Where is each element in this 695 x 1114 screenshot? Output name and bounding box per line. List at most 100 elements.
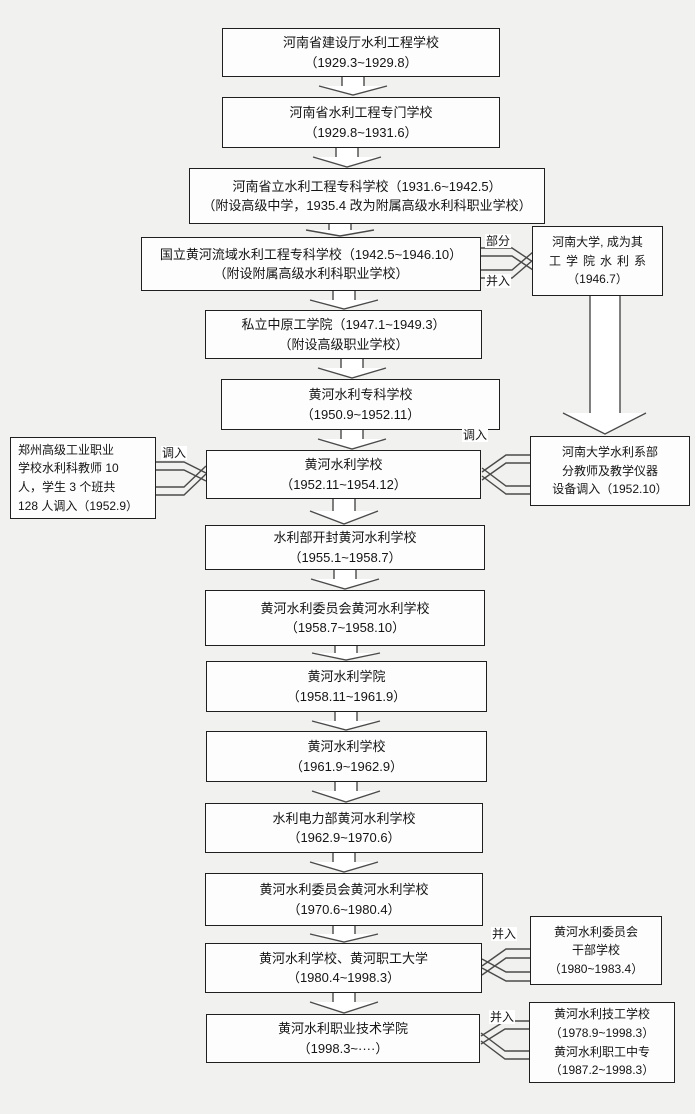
node-zhengzhou-transfer: 郑州高级工业职业 学校水利科教师 10 人，学生 3 个班共 128 人调入（1… — [10, 437, 156, 519]
edge-label-partial-1946: 部分 — [485, 234, 512, 249]
node-dates: （1958.7~1958.10） — [284, 620, 406, 635]
node-note: （附设高级中学，1935.4 改为附属高级水利科职业学校） — [202, 198, 532, 213]
merge-arrow-line — [480, 1040, 529, 1060]
node-line: （1978.9~1998.3） — [549, 1025, 655, 1040]
node-1962-ministry-school: 水利电力部黄河水利学校 （1962.9~1970.6） — [205, 803, 483, 853]
node-title: 河南省立水利工程专科学校（1931.6~1942.5） — [232, 178, 502, 194]
node-1955-kaifeng-school: 水利部开封黄河水利学校 （1955.1~1958.7） — [205, 525, 485, 570]
node-henan-univ-dept-transfer: 河南大学水利系部 分教师及教学仪器 设备调入（1952.10） — [530, 436, 690, 506]
node-dates: （1970.6~1980.4） — [287, 901, 401, 917]
merge-arrow-line — [481, 462, 530, 481]
merge-arrow-line — [481, 467, 530, 487]
node-title: 黄河水利委员会黄河水利学校 — [260, 600, 430, 616]
merge-arrow-line — [480, 1032, 529, 1052]
node-1931-provincial-college: 河南省立水利工程专科学校（1931.6~1942.5） （附设高级中学，1935… — [189, 168, 545, 224]
node-title: 国立黄河流域水利工程专科学校（1942.5~1946.10） — [159, 246, 463, 262]
down-arrow — [317, 359, 387, 379]
node-1929-special-school: 河南省水利工程专门学校 （1929.8~1931.6） — [222, 97, 500, 148]
node-dates: （1961.9~1962.9） — [289, 758, 404, 774]
node-dates: （1946.7） — [567, 272, 628, 287]
node-dates: （1980.4~1998.3） — [286, 970, 401, 985]
node-line: 设备调入（1952.10） — [552, 482, 668, 497]
edge-label-transfer-1952-right: 调入 — [462, 428, 489, 443]
down-arrow — [318, 77, 388, 96]
down-arrow — [311, 782, 381, 803]
node-dates: （1958.11~1961.9） — [286, 688, 407, 704]
node-line: 郑州高级工业职业 — [18, 442, 115, 457]
node-1958-committee-school: 黄河水利委员会黄河水利学校 （1958.7~1958.10） — [205, 590, 485, 646]
node-line: 河南大学水利系部 — [561, 445, 658, 460]
node-title: 河南省水利工程专门学校 — [289, 105, 433, 120]
node-title: 私立中原工学院（1947.1~1949.3） — [241, 317, 446, 332]
node-line: 128 人调入（1952.9） — [18, 498, 139, 513]
node-1947-zhongyuan-institute: 私立中原工学院（1947.1~1949.3） （附设高级职业学校） — [205, 310, 482, 359]
node-line: 黄河水利技工学校 — [553, 1007, 650, 1022]
node-title: 黄河水利专科学校 — [308, 387, 413, 402]
merge-arrow-line — [156, 469, 207, 482]
down-arrow — [309, 499, 379, 525]
node-title: 黄河水利学校、黄河职工大学 — [258, 950, 428, 966]
node-1980-school-university: 黄河水利学校、黄河职工大学 （1980.4~1998.3） — [205, 943, 482, 993]
node-technical-worker-school: 黄河水利技工学校 （1978.9~1998.3） 黄河水利职工中专 （1987.… — [529, 1002, 675, 1083]
node-1998-technical-institute: 黄河水利职业技术学院 （1998.3~····） — [206, 1014, 480, 1063]
merge-arrow-line — [481, 958, 530, 973]
edge-label-merge-1998: 并入 — [489, 1010, 516, 1025]
down-arrow — [312, 148, 382, 168]
node-line: 黄河水利职工中专 — [553, 1044, 650, 1059]
node-title: 黄河水利委员会黄河水利学校 — [259, 882, 429, 897]
node-title: 水利电力部黄河水利学校 — [272, 810, 416, 826]
node-line: 学校水利科教师 10 — [18, 461, 119, 476]
node-cadre-school: 黄河水利委员会 干部学校 （1980~1983.4） — [530, 916, 662, 985]
node-1952-school: 黄河水利学校 （1952.11~1954.12） — [206, 450, 481, 499]
node-note: （附设高级职业学校） — [278, 336, 409, 352]
node-henan-university: 河南大学, 成为其 工学院水利系 （1946.7） — [532, 226, 663, 296]
node-title: 黄河水利职业技术学院 — [277, 1021, 408, 1036]
node-dates: （1929.8~1931.6） — [304, 124, 418, 140]
merge-arrow-line — [481, 454, 530, 473]
down-arrow — [309, 853, 379, 873]
node-1958-institute: 黄河水利学院 （1958.11~1961.9） — [206, 661, 487, 712]
merge-arrow-line — [481, 475, 530, 495]
node-dates: （1980~1983.4） — [548, 961, 644, 976]
edge-label-merge-1946: 并入 — [485, 274, 512, 289]
node-dates: （1955.1~1958.7） — [288, 549, 402, 565]
down-arrow — [309, 291, 379, 310]
merge-arrow-line — [481, 957, 530, 976]
edge-label-transfer-1952-left: 调入 — [161, 446, 188, 461]
node-title: 河南省建设厅水利工程学校 — [282, 35, 439, 50]
node-title: 黄河水利学院 — [307, 669, 386, 684]
node-1942-national-college: 国立黄河流域水利工程专科学校（1942.5~1946.10） （附设附属高级水利… — [141, 237, 481, 291]
down-arrow — [305, 224, 375, 237]
node-1961-school: 黄河水利学校 （1961.9~1962.9） — [206, 731, 487, 782]
node-line: 黄河水利委员会 — [553, 924, 638, 939]
node-title: 河南大学, 成为其 — [552, 235, 643, 250]
down-arrow — [309, 926, 379, 943]
down-arrow — [309, 993, 379, 1014]
down-arrow — [311, 646, 381, 661]
down-arrow — [317, 430, 387, 450]
node-dates: （1929.3~1929.8） — [304, 54, 418, 70]
node-title: 黄河水利学校 — [307, 739, 386, 754]
merge-arrow-line — [156, 465, 207, 488]
big-down-arrow — [562, 296, 647, 435]
merge-arrow-line — [156, 461, 207, 474]
merge-arrow-line — [481, 247, 534, 263]
node-1950-college: 黄河水利专科学校 （1950.9~1952.11） — [221, 379, 500, 430]
node-line: 分教师及教学仪器 — [561, 463, 658, 478]
node-1970-committee-school: 黄河水利委员会黄河水利学校 （1970.6~1980.4） — [205, 873, 483, 926]
node-dates: （1950.9~1952.11） — [300, 406, 421, 422]
node-dates: （1998.3~····） — [297, 1040, 389, 1056]
node-title: 水利部开封黄河水利学校 — [273, 530, 417, 545]
node-dates: （1962.9~1970.6） — [287, 830, 401, 845]
merge-arrow-line — [481, 251, 534, 271]
edge-label-merge-1980: 并入 — [491, 927, 518, 942]
merge-arrow-line — [156, 473, 207, 496]
node-note: （附设附属高级水利科职业学校） — [213, 266, 409, 281]
node-line: （1987.2~1998.3） — [549, 1063, 655, 1078]
node-title-2: 工学院水利系 — [548, 253, 651, 268]
merge-arrow-line — [481, 967, 530, 982]
node-title: 黄河水利学校 — [304, 457, 383, 472]
merge-arrow-line — [481, 948, 530, 967]
